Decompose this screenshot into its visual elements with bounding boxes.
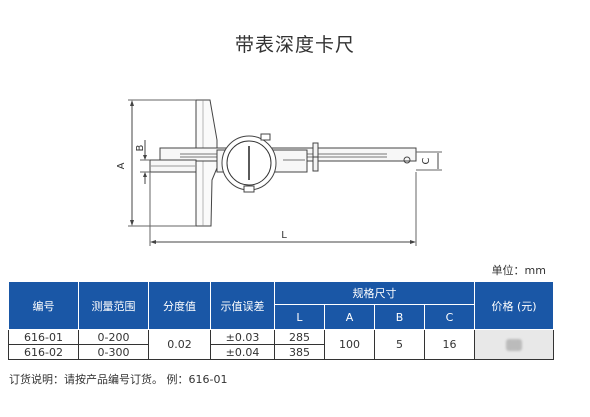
cell-dim-l: 385 xyxy=(274,344,325,360)
cell-dim-a: 100 xyxy=(324,329,375,360)
blurred-price xyxy=(506,339,522,351)
header-resolution: 分度值 xyxy=(148,281,211,330)
header-dimensions: 规格尺寸 xyxy=(274,281,475,305)
table-row: 616-01 0-200 0.02 ±0.03 285 100 5 16 xyxy=(8,329,554,360)
cell-resolution: 0.02 xyxy=(148,329,211,360)
cell-dim-b: 5 xyxy=(374,329,425,360)
dimension-label-l: L xyxy=(281,230,287,241)
cell-price xyxy=(474,329,554,360)
cell-dim-l: 285 xyxy=(274,329,325,345)
header-dim-b: B xyxy=(374,304,425,330)
cell-error: ±0.04 xyxy=(210,344,275,360)
header-dim-c: C xyxy=(424,304,475,330)
header-code: 编号 xyxy=(8,281,79,330)
dimension-label-b: B xyxy=(135,144,146,151)
dimension-label-c: C xyxy=(421,157,432,164)
dimension-label-a: A xyxy=(116,162,127,169)
cell-error: ±0.03 xyxy=(210,329,275,345)
unit-label: 单位：mm xyxy=(491,264,546,277)
cell-code: 616-02 xyxy=(8,344,79,360)
cell-dim-c: 16 xyxy=(424,329,475,360)
order-note: 订货说明：请按产品编号订货。 例：616-01 xyxy=(9,373,228,386)
header-dim-l: L xyxy=(274,304,325,330)
table-subheader-row: L A B C xyxy=(9,304,554,330)
header-range: 测量范围 xyxy=(78,281,149,330)
header-price: 价格 (元) xyxy=(474,281,554,330)
cell-range: 0-200 xyxy=(78,329,149,345)
page-title: 带表深度卡尺 xyxy=(234,34,355,56)
table-row: 616-02 0-300 ±0.04 385 xyxy=(8,344,554,360)
header-error: 示值误差 xyxy=(210,281,275,330)
header-dim-a: A xyxy=(324,304,375,330)
depth-caliper-diagram: A B C L xyxy=(116,99,442,246)
cell-range: 0-300 xyxy=(78,344,149,360)
spec-table: 编号 测量范围 分度值 示值误差 规格尺寸 价格 (元) L A B C 616… xyxy=(8,281,554,360)
table-header-row: 编号 测量范围 分度值 示值误差 规格尺寸 价格 (元) xyxy=(8,281,554,330)
cell-code: 616-01 xyxy=(8,329,79,345)
